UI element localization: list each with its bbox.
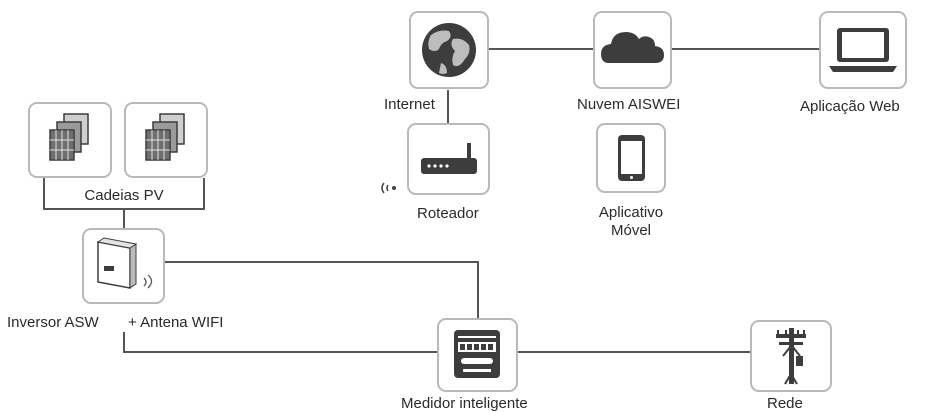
grid-node (750, 320, 832, 392)
webapp-node (819, 11, 907, 89)
solar-panel-icon (49, 113, 89, 161)
smartphone-icon (618, 135, 645, 181)
router-node (407, 123, 490, 195)
inverter-node (82, 228, 165, 304)
pv-strings-label: Cadeias PV (84, 187, 164, 204)
webapp-label: Aplicação Web (800, 98, 900, 115)
smart-meter-icon (454, 330, 500, 378)
cloud-icon (601, 32, 664, 63)
mobile-app-node (596, 123, 666, 193)
router-icon (421, 143, 477, 174)
cloud-label: Nuvem AISWEI (577, 96, 681, 113)
antenna-label: + Antena WIFI (128, 314, 224, 331)
line-inverter-meter-power (123, 332, 437, 353)
laptop-icon (829, 28, 897, 72)
internet-label: Internet (384, 96, 435, 113)
grid-label: Rede (767, 395, 803, 412)
pv-panel-node-1 (28, 102, 112, 178)
cloud-node (593, 11, 672, 89)
internet-node (409, 11, 489, 89)
inverter-label: Inversor ASW (7, 314, 99, 331)
solar-panel-icon (145, 113, 185, 161)
line-inverter-meter-comm (164, 261, 479, 318)
smart-meter-label: Medidor inteligente (401, 395, 528, 412)
inverter-icon (96, 237, 153, 289)
mobile-app-label: Aplicativo Móvel (598, 204, 664, 239)
power-pole-icon (776, 328, 806, 385)
pv-panel-node-2 (124, 102, 208, 178)
smart-meter-node (437, 318, 518, 392)
globe-icon (422, 23, 476, 77)
router-label: Roteador (417, 205, 479, 222)
wifi-signal-icon (381, 182, 396, 194)
